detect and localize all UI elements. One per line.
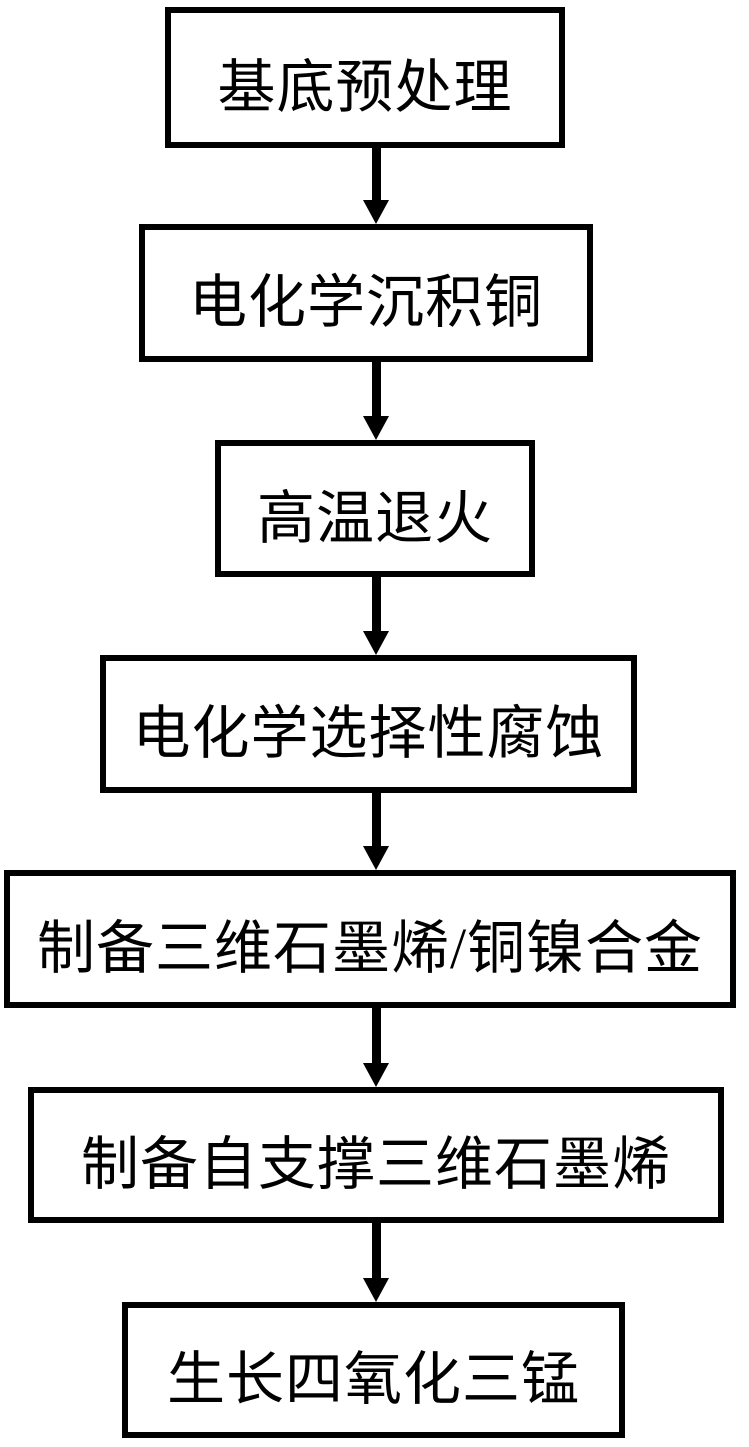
flow-step-label: 制备三维石墨烯/铜镍合金 bbox=[36, 916, 704, 981]
arrow-shaft bbox=[371, 362, 381, 416]
arrow-head bbox=[363, 1063, 389, 1087]
flow-step-electrochemical-copper-deposition: 电化学沉积铜 bbox=[139, 224, 593, 362]
arrow-shaft bbox=[371, 1008, 381, 1063]
flow-step-prepare-freestanding-3d-graphene: 制备自支撑三维石墨烯 bbox=[28, 1087, 724, 1223]
arrow-down-icon bbox=[363, 148, 389, 224]
flow-step-prepare-3d-graphene-cuni-alloy: 制备三维石墨烯/铜镍合金 bbox=[4, 870, 736, 1008]
arrow-shaft bbox=[371, 793, 381, 846]
arrow-head bbox=[363, 631, 389, 655]
arrow-shaft bbox=[371, 1223, 381, 1278]
flow-step-label: 生长四氧化三锰 bbox=[166, 1347, 580, 1412]
flow-step-electrochemical-selective-etching: 电化学选择性腐蚀 bbox=[100, 655, 637, 793]
arrow-down-icon bbox=[363, 1223, 389, 1302]
flow-step-label: 电化学选择性腐蚀 bbox=[132, 701, 605, 766]
arrow-head bbox=[363, 1278, 389, 1302]
flow-step-label: 电化学沉积铜 bbox=[188, 270, 543, 335]
arrow-shaft bbox=[371, 148, 381, 200]
arrow-head bbox=[363, 416, 389, 440]
arrow-shaft bbox=[371, 577, 381, 631]
arrow-down-icon bbox=[363, 577, 389, 655]
arrow-head bbox=[363, 846, 389, 870]
arrow-down-icon bbox=[363, 1008, 389, 1087]
flow-step-substrate-pretreatment: 基底预处理 bbox=[165, 7, 565, 148]
flow-step-high-temperature-annealing: 高温退火 bbox=[215, 440, 535, 577]
flow-step-label: 高温退火 bbox=[256, 485, 493, 551]
flow-step-label: 制备自支撑三维石墨烯 bbox=[80, 1132, 671, 1197]
flow-step-grow-trimanganese-tetroxide: 生长四氧化三锰 bbox=[122, 1302, 625, 1438]
arrow-down-icon bbox=[363, 362, 389, 440]
arrow-down-icon bbox=[363, 793, 389, 870]
arrow-head bbox=[363, 200, 389, 224]
flow-step-label: 基底预处理 bbox=[217, 54, 513, 120]
